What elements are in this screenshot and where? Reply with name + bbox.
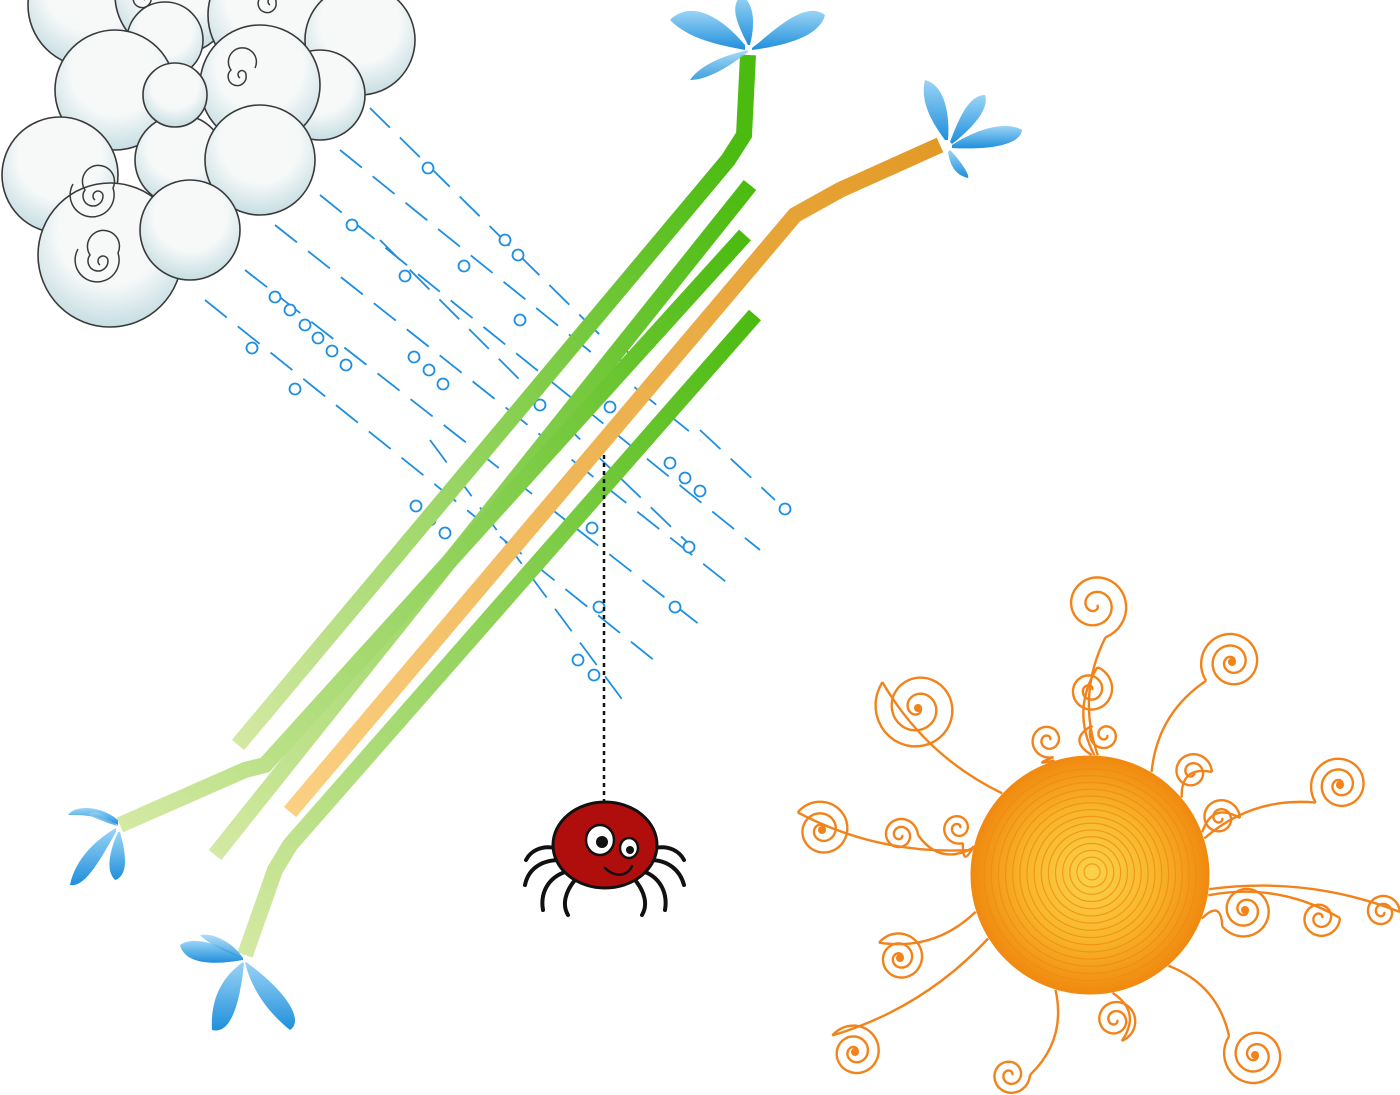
pipe-icon bbox=[231, 54, 756, 751]
pipe-icon bbox=[237, 309, 762, 958]
pipe-icon bbox=[283, 137, 944, 818]
pipe-icon bbox=[116, 229, 751, 833]
pipes bbox=[116, 54, 944, 958]
spider-icon bbox=[523, 800, 686, 917]
water-splash-icon bbox=[68, 0, 1022, 1031]
cloud-icon bbox=[1, 0, 416, 328]
sun-icon bbox=[970, 755, 1210, 995]
spiral-ray-icon bbox=[796, 576, 1400, 1094]
